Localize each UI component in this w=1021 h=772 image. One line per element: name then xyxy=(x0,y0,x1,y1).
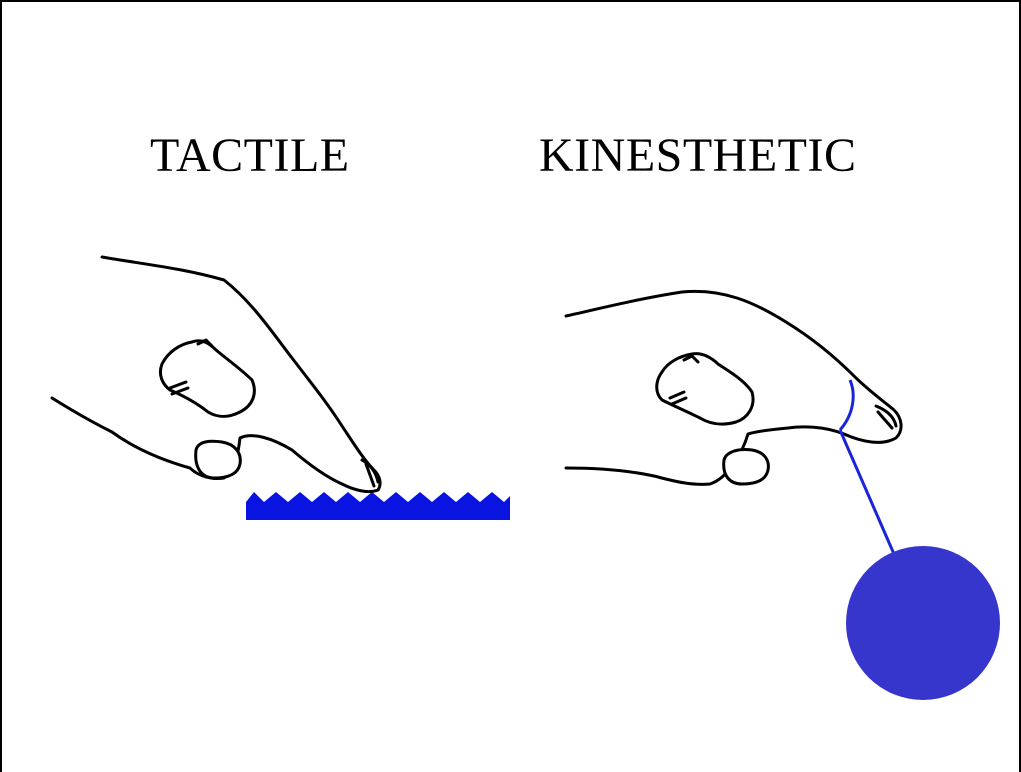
kinesthetic-thumb xyxy=(655,352,755,426)
kinesthetic-hand-illustration xyxy=(564,289,1000,700)
tactile-folded-finger xyxy=(194,439,242,480)
kinesthetic-thumb-knuckle xyxy=(682,354,700,364)
tactile-thumb-nail xyxy=(168,380,190,396)
kinesthetic-folded-finger xyxy=(722,448,770,486)
tactile-thumb xyxy=(158,339,256,418)
kinesthetic-thumb-nail xyxy=(668,390,688,406)
string-loop xyxy=(838,379,855,431)
weight-ball xyxy=(846,546,1000,700)
tactile-thumb-knuckle xyxy=(196,338,214,348)
tactile-fingernail xyxy=(360,458,380,488)
kinesthetic-fingernail xyxy=(874,404,898,430)
textured-surface xyxy=(246,492,510,520)
kinesthetic-title: KINESTHETIC xyxy=(539,129,857,182)
string xyxy=(838,429,896,555)
tactile-hand-illustration xyxy=(50,255,510,520)
tactile-title: TACTILE xyxy=(150,129,350,182)
